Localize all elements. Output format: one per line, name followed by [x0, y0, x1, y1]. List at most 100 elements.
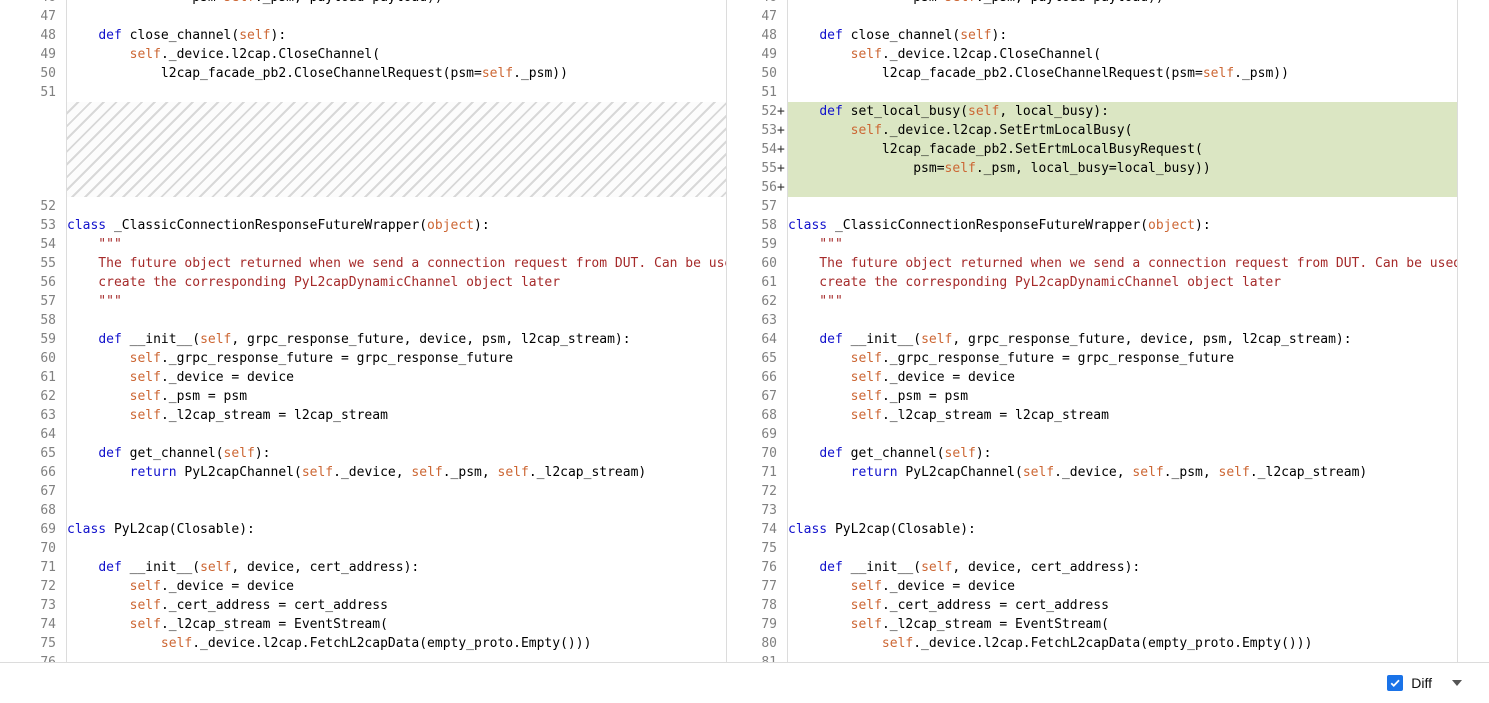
line-number[interactable]: 73	[727, 501, 787, 520]
line-number[interactable]: 66	[0, 463, 66, 482]
line-number[interactable]: 80	[727, 634, 787, 653]
code-line: 57	[727, 197, 1458, 216]
line-number[interactable]: 59	[727, 235, 787, 254]
code-line: 77 self._device = device	[727, 577, 1458, 596]
line-number[interactable]: 72	[727, 482, 787, 501]
line-number[interactable]	[0, 102, 66, 197]
line-number[interactable]: 47	[727, 7, 787, 26]
diff-checkbox[interactable]	[1387, 675, 1404, 691]
line-number[interactable]: 49	[727, 45, 787, 64]
code-content: def get_channel(self):	[66, 444, 727, 463]
line-number[interactable]: 46	[727, 0, 787, 7]
code-line: 52+ def set_local_busy(self, local_busy)…	[727, 102, 1458, 121]
line-number[interactable]: 59	[0, 330, 66, 349]
line-number[interactable]: 50	[727, 64, 787, 83]
code-line: 65 self._grpc_response_future = grpc_res…	[727, 349, 1458, 368]
line-number[interactable]: 71	[0, 558, 66, 577]
diff-label: Diff	[1411, 675, 1432, 691]
code-line: 78 self._cert_address = cert_address	[727, 596, 1458, 615]
code-line: 58	[0, 311, 727, 330]
line-number[interactable]: 62	[727, 292, 787, 311]
line-number[interactable]: 53	[0, 216, 66, 235]
line-number[interactable]: 61	[727, 273, 787, 292]
line-number[interactable]: 54	[0, 235, 66, 254]
line-number[interactable]: 48	[727, 26, 787, 45]
code-line: 57 """	[0, 292, 727, 311]
line-number[interactable]: 51	[727, 83, 787, 102]
line-number[interactable]: 53+	[727, 121, 787, 140]
line-number[interactable]: 60	[727, 254, 787, 273]
line-number[interactable]: 61	[0, 368, 66, 387]
diff-pane-left: 46 psm=self._psm, payload=payload))4748 …	[0, 0, 727, 662]
line-number[interactable]: 63	[727, 311, 787, 330]
code-line: 55 The future object returned when we se…	[0, 254, 727, 273]
line-number[interactable]: 71	[727, 463, 787, 482]
line-number[interactable]: 72	[0, 577, 66, 596]
line-number[interactable]: 69	[727, 425, 787, 444]
line-number[interactable]: 79	[727, 615, 787, 634]
line-number[interactable]: 60	[0, 349, 66, 368]
code-content	[787, 501, 1458, 520]
line-number[interactable]: 62	[0, 387, 66, 406]
line-number[interactable]: 52+	[727, 102, 787, 121]
line-number[interactable]: 73	[0, 596, 66, 615]
line-number[interactable]: 46	[0, 0, 66, 7]
line-number[interactable]: 57	[0, 292, 66, 311]
line-number[interactable]: 52	[0, 197, 66, 216]
line-number[interactable]: 47	[0, 7, 66, 26]
line-number[interactable]: 70	[727, 444, 787, 463]
code-line: 73 self._cert_address = cert_address	[0, 596, 727, 615]
line-number[interactable]: 64	[0, 425, 66, 444]
line-number[interactable]: 54+	[727, 140, 787, 159]
line-number[interactable]: 76	[0, 653, 66, 662]
code-content	[66, 653, 727, 662]
line-number[interactable]: 70	[0, 539, 66, 558]
line-number[interactable]: 49	[0, 45, 66, 64]
line-number[interactable]: 48	[0, 26, 66, 45]
line-number[interactable]: 67	[727, 387, 787, 406]
code-content	[787, 653, 1458, 662]
line-number[interactable]: 58	[727, 216, 787, 235]
line-number[interactable]: 74	[0, 615, 66, 634]
line-number[interactable]: 57	[727, 197, 787, 216]
line-number[interactable]: 77	[727, 577, 787, 596]
line-number[interactable]: 76	[727, 558, 787, 577]
line-number[interactable]: 56	[0, 273, 66, 292]
line-number[interactable]: 50	[0, 64, 66, 83]
line-number[interactable]: 75	[727, 539, 787, 558]
line-number[interactable]: 65	[727, 349, 787, 368]
line-number[interactable]: 51	[0, 83, 66, 102]
line-number[interactable]: 68	[0, 501, 66, 520]
line-number[interactable]: 78	[727, 596, 787, 615]
line-number[interactable]: 63	[0, 406, 66, 425]
code-content: """	[787, 292, 1458, 311]
line-number[interactable]: 64	[727, 330, 787, 349]
code-line: 66 self._device = device	[727, 368, 1458, 387]
code-content: self._device.l2cap.CloseChannel(	[66, 45, 727, 64]
code-content: psm=self._psm, payload=payload))	[66, 0, 727, 7]
code-line: 69	[727, 425, 1458, 444]
code-content: self._cert_address = cert_address	[66, 596, 727, 615]
code-content	[787, 482, 1458, 501]
line-number[interactable]: 75	[0, 634, 66, 653]
code-line: 52	[0, 197, 727, 216]
line-number[interactable]: 74	[727, 520, 787, 539]
code-content: self._cert_address = cert_address	[787, 596, 1458, 615]
line-number[interactable]: 66	[727, 368, 787, 387]
line-number[interactable]: 68	[727, 406, 787, 425]
line-number[interactable]: 58	[0, 311, 66, 330]
line-number[interactable]: 56+	[727, 178, 787, 197]
code-line: 47	[727, 7, 1458, 26]
line-number[interactable]: 69	[0, 520, 66, 539]
line-number[interactable]: 81	[727, 653, 787, 662]
code-line: 60 The future object returned when we se…	[727, 254, 1458, 273]
code-content: self._grpc_response_future = grpc_respon…	[66, 349, 727, 368]
line-number[interactable]: 55+	[727, 159, 787, 178]
line-number[interactable]: 65	[0, 444, 66, 463]
chevron-down-icon[interactable]	[1452, 680, 1462, 686]
code-content: self._device = device	[66, 368, 727, 387]
line-number[interactable]: 55	[0, 254, 66, 273]
line-number[interactable]: 67	[0, 482, 66, 501]
code-line: 65 def get_channel(self):	[0, 444, 727, 463]
